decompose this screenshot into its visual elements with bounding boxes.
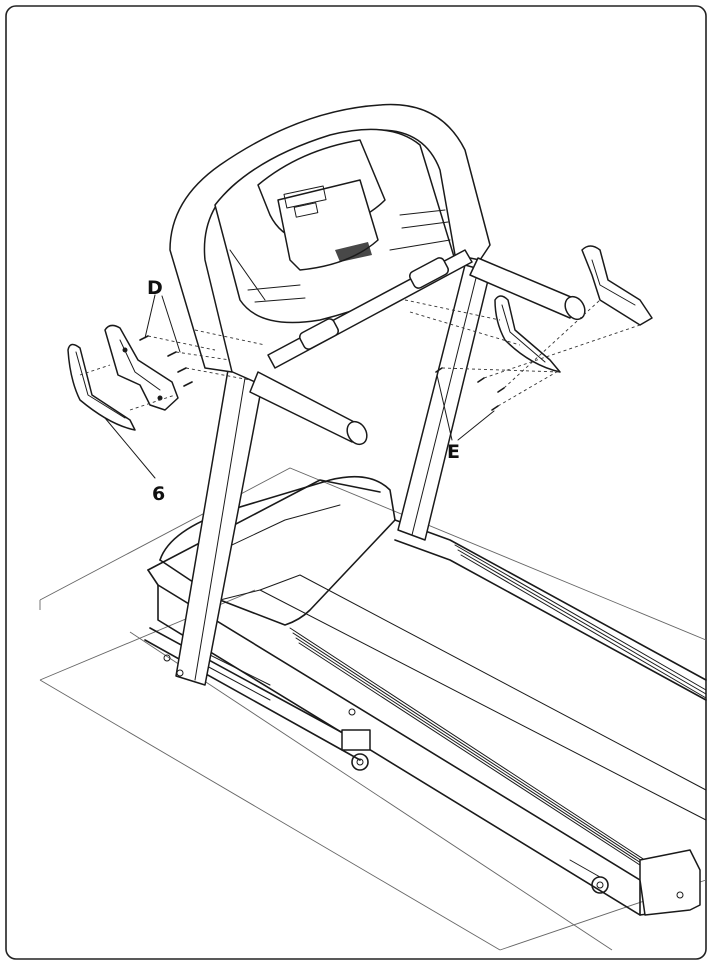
right-side-cover bbox=[404, 245, 653, 411]
lift-frame bbox=[144, 627, 371, 771]
page-frame bbox=[5, 5, 707, 960]
callout-6-label: 6 bbox=[152, 483, 165, 505]
floor-plane bbox=[39, 467, 707, 951]
left-side-cover bbox=[67, 324, 266, 431]
callout-leaders bbox=[104, 294, 495, 479]
callout-e-label: E bbox=[447, 441, 460, 463]
callout-d-label: D bbox=[147, 277, 163, 299]
uprights bbox=[163, 264, 491, 686]
treadmill-deck bbox=[147, 475, 707, 916]
console bbox=[169, 103, 586, 446]
